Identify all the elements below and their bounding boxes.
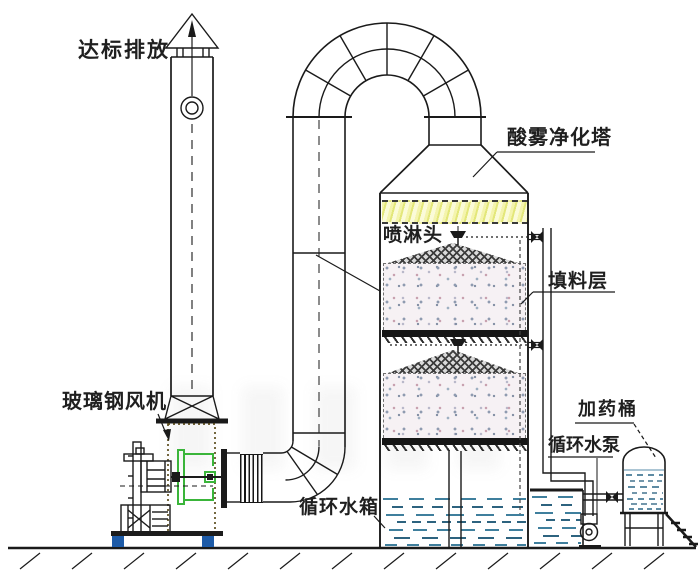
spray-nozzle-icon	[450, 339, 466, 346]
label-water-pump: 循环水泵	[548, 435, 620, 456]
label-leaders	[157, 151, 657, 529]
ground	[8, 546, 696, 570]
valve-icon	[606, 491, 612, 503]
circulation-piping	[519, 228, 601, 547]
packing-layer-1	[383, 263, 526, 330]
tower-sump-water	[383, 495, 526, 547]
packing-layer-2	[383, 373, 526, 438]
dosing-barrel-liquid	[626, 472, 663, 511]
riser-duct	[286, 116, 381, 447]
spray-system	[390, 226, 543, 353]
label-spray-head: 喷淋头	[383, 224, 444, 246]
packing-support-ticks-2	[382, 445, 528, 451]
stack-port-icon	[180, 96, 204, 120]
duct-brace	[315, 254, 381, 292]
label-water-tank: 循环水箱	[299, 496, 380, 518]
spray-nozzle-icon	[450, 231, 466, 238]
label-tower: 酸雾净化塔	[507, 125, 612, 149]
fan-foot	[202, 536, 214, 547]
circulating-tank	[530, 488, 584, 547]
label-dosing-barrel: 加药桶	[578, 399, 638, 420]
barrel-dome	[622, 446, 666, 463]
demister-layer	[382, 200, 528, 224]
fan-foot	[112, 536, 124, 547]
packing-support-2	[382, 438, 528, 445]
frp-fan	[111, 423, 223, 536]
exhaust-stack	[156, 12, 228, 424]
u-bend-duct	[292, 22, 482, 118]
fan-motor	[123, 447, 172, 493]
flex-connector	[240, 454, 263, 503]
purification-tower	[379, 116, 529, 547]
dosing-barrel-assembly	[583, 446, 698, 548]
fan-inlet-duct	[221, 440, 346, 508]
valve-icon	[531, 231, 537, 243]
packing-support-1	[382, 330, 528, 337]
pump-icon	[579, 522, 599, 542]
label-emission: 达标排放	[78, 38, 170, 62]
valve-icon	[531, 339, 537, 351]
label-packing-layer: 填料层	[548, 270, 609, 292]
circulating-tank-water	[532, 493, 581, 546]
label-fan: 玻璃钢风机	[62, 389, 167, 413]
